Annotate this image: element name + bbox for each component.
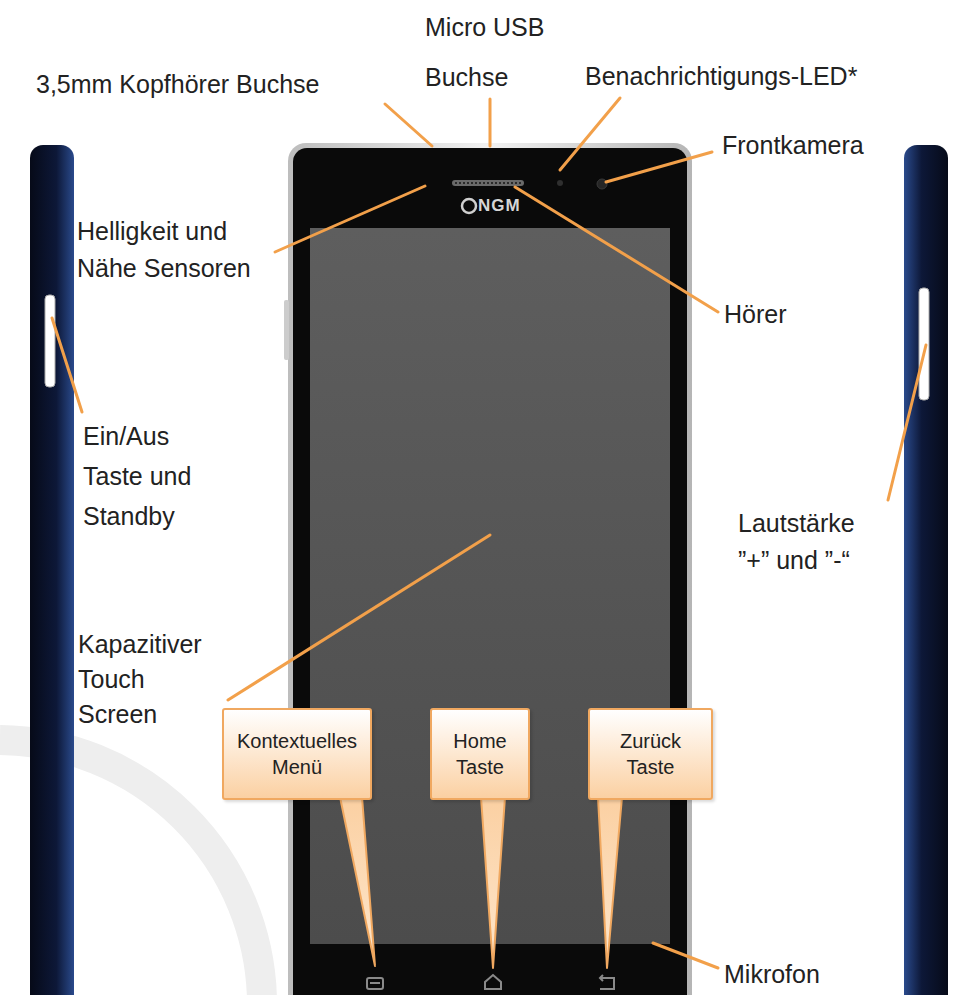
- part-label: Mikrofon: [724, 957, 854, 991]
- part-label: Hörer: [724, 296, 834, 332]
- right-side-view: [904, 145, 948, 995]
- callout-tail: [481, 797, 505, 968]
- button-label: Home Taste: [453, 730, 506, 778]
- part-label: 3,5mm Kopfhörer Buchse: [36, 66, 376, 102]
- part-label: Frontkamera: [722, 127, 957, 163]
- callout-bubble: Home Taste: [430, 708, 530, 800]
- callout-tail: [340, 797, 375, 966]
- button-label: Kontextuelles Menü: [237, 730, 357, 778]
- part-label: Lautstärke ”+” und ”-“: [738, 505, 888, 579]
- leader-lines: [52, 98, 926, 968]
- callout-bubble: Zurück Taste: [588, 708, 713, 800]
- part-label: Ein/Aus Taste und Standby: [83, 416, 193, 536]
- phone-front: [284, 143, 692, 995]
- callout-tails: [340, 797, 622, 968]
- callout-tail: [598, 797, 622, 968]
- part-label: Kapazitiver Touch Screen: [78, 627, 218, 732]
- callout-bubble: Kontextuelles Menü: [222, 708, 372, 800]
- part-label: Benachrichtigungs-LED*: [585, 58, 955, 94]
- part-label: Helligkeit und Nähe Sensoren: [77, 213, 277, 287]
- left-side-view: [30, 145, 74, 995]
- button-label: Zurück Taste: [620, 730, 681, 778]
- part-label: Micro USB Buchse: [425, 2, 560, 102]
- brand-logo: NGM: [478, 195, 548, 217]
